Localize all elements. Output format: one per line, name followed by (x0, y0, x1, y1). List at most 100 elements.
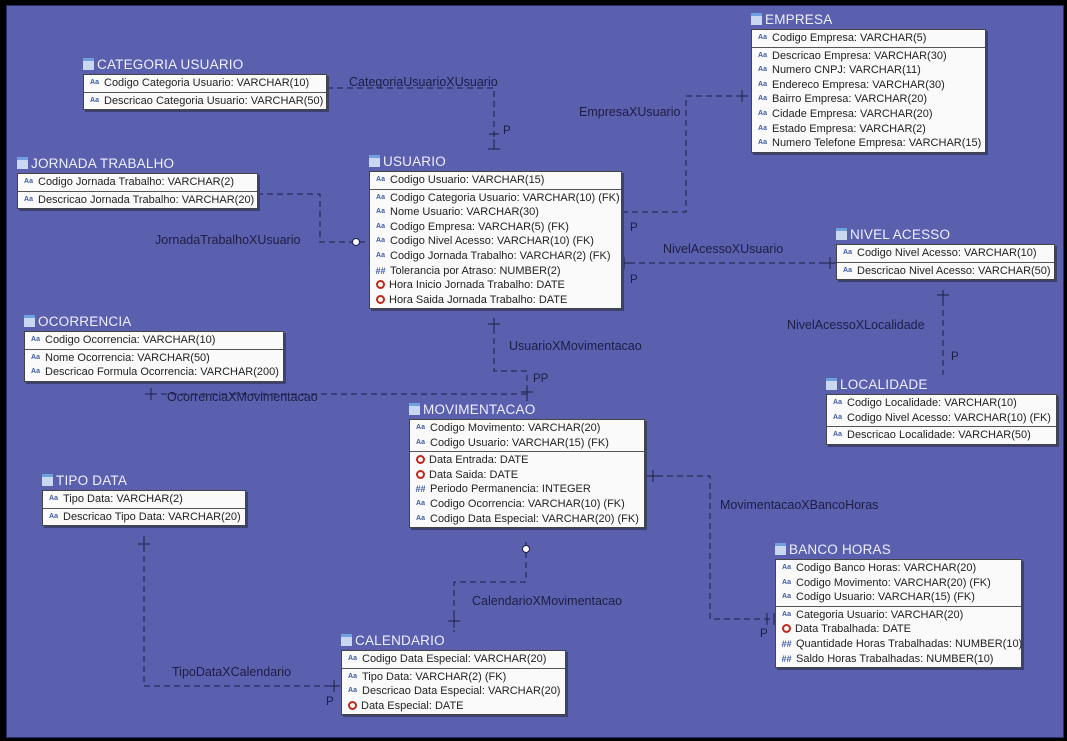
calendario-title-text: CALENDARIO (355, 633, 445, 648)
movimentacao-title-text: MOVIMENTACAO (423, 402, 536, 417)
text-attr-icon: Aa (843, 249, 852, 256)
attribute-text: Codigo Categoria Usuario: VARCHAR(10) (104, 77, 310, 89)
attribute-text: Descricao Empresa: VARCHAR(30) (772, 49, 947, 62)
tick-usuario-mov (488, 318, 500, 330)
attribute-text: Codigo Categoria Usuario: VARCHAR(10) (F… (390, 191, 620, 204)
rel-label-ocorrencia-movimentacao[interactable]: OcorrenciaXMovimentacao (167, 390, 318, 404)
banco-title-text: BANCO HORAS (789, 542, 891, 557)
attribute-row: Aa Codigo Usuario: VARCHAR(15) (FK) (776, 590, 1021, 605)
number-attr-icon: ## (781, 638, 792, 649)
date-attr-icon (416, 455, 425, 465)
attribute-text: Data Especial: DATE (361, 699, 464, 712)
number-attr-icon: ## (781, 653, 792, 664)
text-attr-icon: Aa (376, 208, 385, 216)
rel-label-categoria-usuario[interactable]: CategoriaUsuarioXUsuario (349, 75, 498, 89)
text-attr-icon: Aa (31, 368, 40, 376)
attribute-text: Data Entrada: DATE (429, 454, 529, 467)
attribute-text: Data Saida: DATE (429, 468, 519, 481)
rel-label-nivel-localidade[interactable]: NivelAcessoXLocalidade (787, 318, 925, 332)
attribute-text: Quantidade Horas Trabalhadas: NUMBER(10) (796, 637, 1023, 650)
date-attr-icon (376, 280, 385, 290)
rel-label-calendario-movimentacao[interactable]: CalendarioXMovimentacao (472, 594, 623, 608)
text-attr-icon: Aa (416, 438, 425, 446)
table-icon (341, 634, 352, 646)
tick-ocorrencia (145, 388, 157, 400)
empresa-title-text: EMPRESA (765, 12, 833, 27)
text-attr-icon: Aa (782, 578, 791, 586)
rel-label-jornada-usuario[interactable]: JornadaTrabalhoXUsuario (155, 233, 301, 247)
tick-mov-banco (647, 470, 659, 482)
attribute-text: Numero Telefone Empresa: VARCHAR(15) (772, 137, 982, 150)
attribute-row: Data Trabalhada: DATE (776, 622, 1021, 637)
rel-label-usuario-movimentacao[interactable]: UsuarioXMovimentacao (509, 339, 642, 353)
text-attr-icon: Aa (24, 195, 33, 203)
text-attr-icon: Aa (348, 672, 357, 680)
entity-nivel-title: NIVEL ACESSO (836, 227, 950, 243)
attribute-text: Codigo Jornada Trabalho: VARCHAR(2) (38, 176, 235, 188)
attribute-text: Codigo Data Especial: VARCHAR(20) (FK) (430, 512, 639, 525)
attribute-row: ## Tolerancia por Atraso: NUMBER(2) (370, 264, 621, 279)
optional-dot-calendario (522, 545, 530, 553)
text-attr-icon: Aa (49, 512, 58, 520)
table-icon (826, 378, 837, 390)
rel-label-movimentacao-banco[interactable]: MovimentacaoXBancoHoras (720, 498, 879, 512)
text-attr-icon: Aa (758, 124, 767, 132)
attribute-text: Descricao Categoria Usuario: VARCHAR(50) (104, 94, 324, 107)
text-attr-icon: Aa (348, 655, 357, 662)
tick-categoria (488, 133, 500, 150)
cardinality-pp: PP (533, 373, 549, 385)
text-attr-icon: Aa (376, 222, 385, 230)
rel-label-empresa-usuario[interactable]: EmpresaXUsuario (579, 105, 681, 119)
cardinality-p: P (503, 125, 511, 137)
rel-label-nivel-usuario[interactable]: NivelAcessoXUsuario (663, 242, 784, 256)
text-attr-icon: Aa (833, 399, 842, 406)
text-attr-icon: Aa (758, 95, 767, 103)
cardinality-p: P (630, 222, 638, 234)
text-attr-icon: Aa (758, 109, 767, 117)
attribute-text: Codigo Localidade: VARCHAR(10) (847, 397, 1017, 409)
attribute-row: Data Entrada: DATE (410, 453, 644, 468)
text-attr-icon: Aa (416, 499, 425, 507)
entity-usuario-title: USUARIO (369, 154, 446, 170)
link-usuario-movimentacao (493, 318, 528, 401)
text-attr-icon: Aa (31, 336, 40, 343)
link-tipodata-calendario (143, 536, 340, 687)
cardinality-p: P (630, 274, 638, 286)
tick-mov (521, 386, 533, 398)
attribute-text: Descricao Nivel Acesso: VARCHAR(50) (857, 264, 1051, 277)
attribute-text: Tolerancia por Atraso: NUMBER(2) (390, 264, 561, 277)
relationship-lines (138, 87, 949, 692)
rel-label-tipodata-calendario[interactable]: TipoDataXCalendario (172, 665, 292, 679)
text-attr-icon: Aa (782, 593, 791, 601)
number-attr-icon: ## (375, 265, 386, 276)
attribute-text: Codigo Usuario: VARCHAR(15) (FK) (796, 591, 975, 604)
text-attr-icon: Aa (49, 495, 58, 502)
tick-calendario-tipo (330, 680, 340, 692)
